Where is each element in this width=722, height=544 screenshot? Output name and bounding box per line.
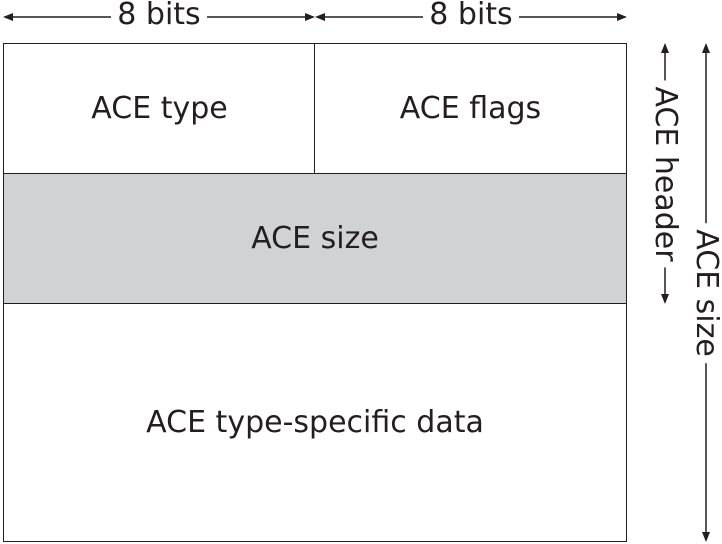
field-ace-size-label: ACE size (251, 221, 379, 256)
dimension-label-8-bits-left: 8 bits (111, 0, 207, 32)
dimension-label-ace-header: ACE header (648, 79, 683, 268)
dimension-label-8-bits-right: 8 bits (423, 0, 519, 32)
field-ace-type: ACE type (3, 43, 315, 174)
dimension-ace-header: ACE header (648, 43, 683, 304)
field-ace-type-label: ACE type (91, 91, 228, 126)
field-ace-flags-label: ACE flags (399, 91, 542, 126)
field-ace-flags: ACE flags (314, 43, 627, 174)
field-ace-data-label: ACE type-specific data (146, 405, 484, 440)
dimension-8-bits-right: 8 bits (315, 0, 627, 34)
dimension-ace-size: ACE size (689, 43, 722, 542)
field-ace-type-specific-data: ACE type-specific data (3, 303, 627, 542)
dimension-8-bits-left: 8 bits (3, 0, 315, 34)
dimension-label-ace-size: ACE size (689, 222, 722, 363)
field-ace-size: ACE size (3, 173, 627, 304)
